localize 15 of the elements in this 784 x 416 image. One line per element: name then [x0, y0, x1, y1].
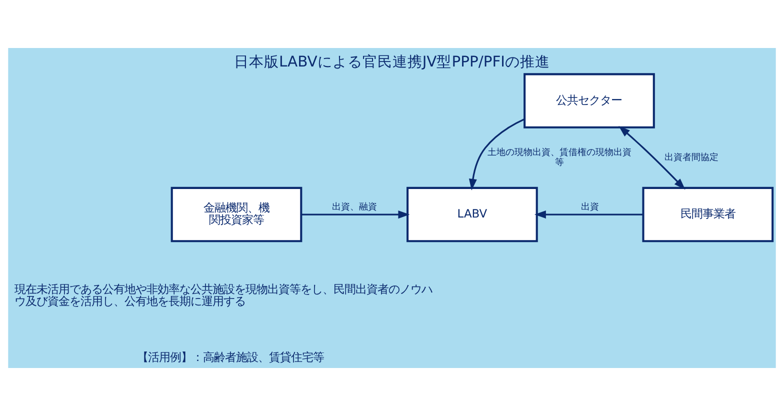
node-box: 金融機関、機関投資家等 [170, 186, 302, 242]
arrow [534, 210, 643, 219]
edge-label: 出資、融資 [332, 202, 377, 212]
arrow [618, 126, 686, 190]
node-box: 公共セクター [524, 73, 655, 128]
arrow [301, 210, 410, 219]
arrow [468, 118, 525, 190]
label: 現在未活用である公有地や非効率な公共施設を現物出資等をし、民間出資者のノウハウ及び資金を活用し、公有地を長期に運用する [14, 282, 433, 308]
edge-label: 出資 [581, 202, 600, 212]
node-box: 民間事業者 [642, 186, 774, 242]
edge-label: 土地の現物出資、賃借権の現物出資等 [487, 148, 632, 168]
label: 【活用例】：高齢者施設、賃貸住宅等 [137, 350, 324, 364]
diagram-title: 日本版LABVによる官民連携JV型PPP/PFIの推進 [234, 53, 550, 70]
edge-label: 出資者間協定 [664, 152, 719, 163]
node-box: LABV [406, 186, 538, 242]
